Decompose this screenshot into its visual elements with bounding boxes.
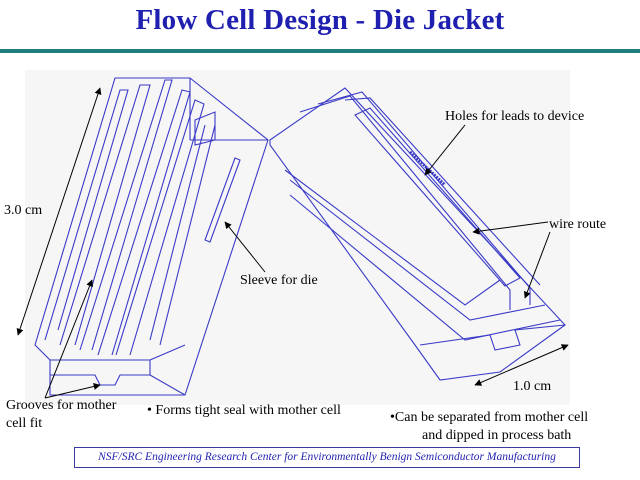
footer-credit: NSF/SRC Engineering Research Center for … (74, 447, 580, 468)
wire-route-label: wire route (549, 217, 607, 232)
height-dimension-arrow (16, 87, 102, 336)
seal-bullet: • Forms tight seal with mother cell (147, 403, 341, 418)
slide-title: Flow Cell Design - Die Jacket (135, 4, 505, 36)
separate-bullet-line2: and dipped in process bath (422, 428, 572, 443)
annotation-arrows (16, 87, 569, 399)
holes-pointer (424, 124, 466, 176)
grooves-pointer-a (44, 279, 93, 399)
right-jacket (269, 87, 566, 381)
width-dimension-label: 1.0 cm (513, 379, 552, 394)
grooves-label-line1: Grooves for mother (6, 398, 117, 413)
wire-route-pointer-a (472, 221, 549, 235)
width-dimension-arrow (474, 344, 569, 386)
title-divider (0, 49, 640, 53)
grooves-pointer-b (44, 383, 101, 399)
height-dimension-label: 3.0 cm (4, 203, 43, 218)
sleeve-label: Sleeve for die (240, 273, 318, 288)
holes-label: Holes for leads to device (445, 109, 585, 124)
die-jacket-drawing (16, 70, 570, 405)
wire-route-pointer-b (523, 231, 551, 299)
sleeve-pointer (224, 221, 266, 273)
grooves-label-line2: cell fit (6, 416, 43, 431)
separate-bullet-line1: •Can be separated from mother cell (390, 410, 589, 425)
